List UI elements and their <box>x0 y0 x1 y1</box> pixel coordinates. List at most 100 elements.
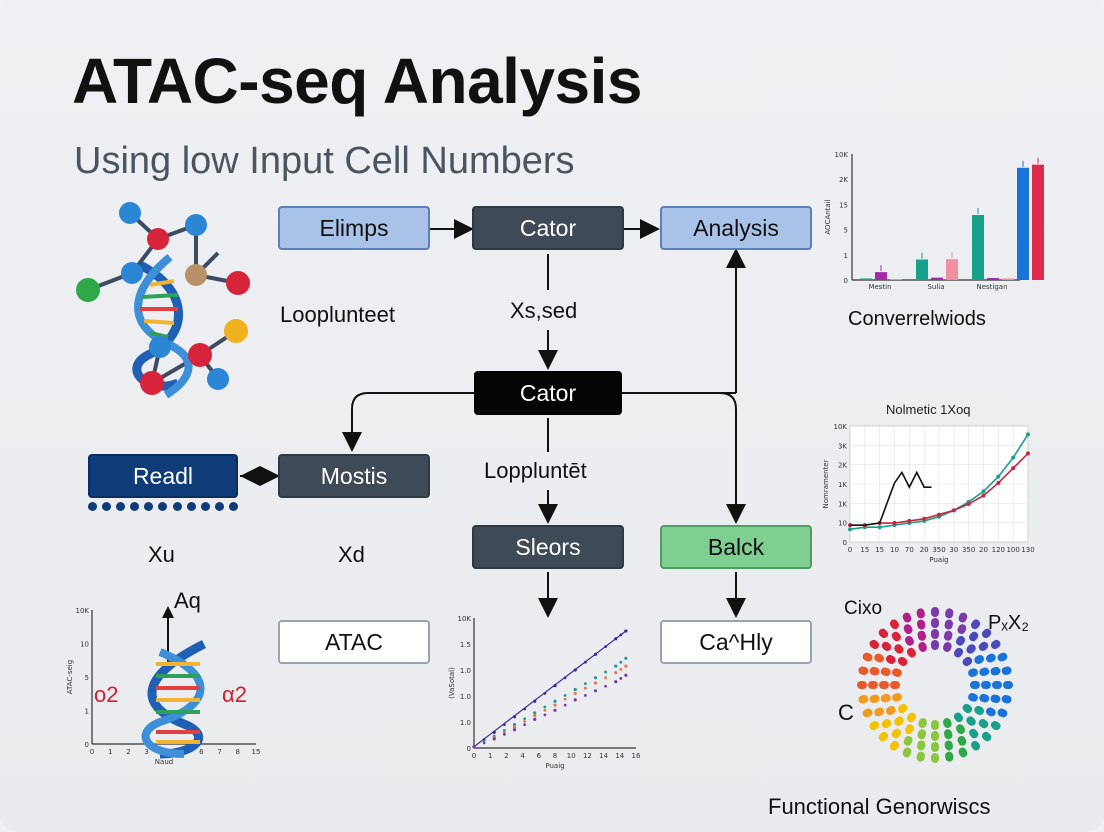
bar-y-tick: 5 <box>844 227 848 235</box>
scatter-point <box>523 707 527 711</box>
genomics-segment <box>916 740 926 751</box>
line-point <box>966 502 971 507</box>
dna-y-tick: 5 <box>85 674 89 682</box>
functional-caption: Functional Genorwiscs <box>768 794 991 819</box>
genomics-segment <box>957 624 967 635</box>
line-y-tick: 1K <box>838 500 847 508</box>
genomics-segment <box>869 639 880 649</box>
line-y-tick: 10K <box>834 423 848 431</box>
scatter-point <box>604 684 608 688</box>
genomics-segment <box>897 656 908 667</box>
genomics-segment <box>894 716 904 726</box>
bar <box>946 259 958 280</box>
genomics-segment <box>918 642 927 652</box>
scatter-point <box>543 692 547 695</box>
genomics-segment <box>978 641 989 651</box>
scatter-point <box>553 699 557 703</box>
label-lopplunteet: Loppluntēt <box>484 458 587 483</box>
line-chart-title: Nolmetic 1Xoq <box>886 402 971 417</box>
genomics-segment <box>885 655 896 664</box>
genomics-segment <box>966 644 976 654</box>
node-sleors: Sleors <box>472 525 624 569</box>
genomics-segment <box>869 666 880 676</box>
line-point <box>951 508 956 513</box>
scatter-point <box>482 738 486 741</box>
genomics-segment <box>958 747 968 758</box>
line-point <box>937 512 941 517</box>
scatter-point <box>593 689 598 693</box>
bar-y-tick: 15 <box>839 201 848 209</box>
label-alpha2: α2 <box>222 682 247 707</box>
scatter-point <box>583 693 587 697</box>
bar <box>1002 278 1014 280</box>
genomics-segment <box>957 735 967 746</box>
bar <box>860 278 872 280</box>
genomics-segment <box>885 706 896 715</box>
dna-y-tick: 10 <box>80 641 89 649</box>
node-analysis: Analysis <box>660 206 812 250</box>
dna-x-tick: 1 <box>108 748 112 756</box>
node-atac: ATAC <box>278 620 430 664</box>
dna-x-tick: 6 <box>199 748 204 756</box>
scatter-point <box>593 652 598 656</box>
genomics-segment <box>962 656 973 667</box>
scatter-point <box>619 677 623 680</box>
scatter-y-tick: 0 <box>467 745 471 753</box>
scatter-point <box>472 745 476 749</box>
genomics-segment <box>889 740 899 751</box>
dna-y-tick: 10K <box>76 607 90 615</box>
scatter-point <box>523 717 527 721</box>
genomics-segment <box>943 642 952 652</box>
line-series <box>850 470 932 526</box>
genomics-segment <box>971 740 981 751</box>
scatter-point <box>619 660 623 664</box>
line-y-tick: 10 <box>838 520 847 528</box>
genomics-segment <box>917 630 927 641</box>
genomics-segment <box>903 624 913 635</box>
genomics-segment <box>858 666 869 675</box>
line-point <box>996 480 1001 485</box>
genomics-segment <box>968 668 978 677</box>
genomics-segment <box>944 740 954 751</box>
node-elimps: Elimps <box>278 206 430 250</box>
genomics-segment <box>891 631 901 642</box>
genomics-segment <box>897 703 908 714</box>
scatter-point <box>543 708 547 712</box>
genomics-segment <box>1003 681 1013 689</box>
dna-helix-strand <box>147 639 207 759</box>
scatter-point <box>624 656 628 660</box>
genomics-segment <box>918 718 927 728</box>
label-aq: Aq <box>174 588 201 613</box>
bar <box>972 215 984 280</box>
genomics-segment <box>997 652 1008 662</box>
scatter-point <box>492 730 496 734</box>
scatter-point <box>614 637 618 641</box>
genomics-segment <box>917 729 927 740</box>
scatter-point <box>512 728 517 732</box>
scatter-point <box>619 667 623 671</box>
genomics-segment <box>970 681 980 689</box>
genomics-segment <box>902 612 912 623</box>
genomics-segment <box>857 681 867 689</box>
genomics-segment <box>974 655 985 665</box>
scatter-x-tick: 0 <box>472 752 476 760</box>
line-x-label: Puaig <box>929 556 948 564</box>
genomics-segment <box>931 629 939 639</box>
genomics-segment <box>943 718 952 728</box>
dotted-track <box>88 502 238 514</box>
node-cahly: Ca^Hly <box>660 620 812 664</box>
genomics-segment <box>1001 695 1012 704</box>
bar <box>987 278 999 280</box>
genomics-segment <box>931 720 939 730</box>
scatter-point <box>533 713 537 718</box>
genomics-segment <box>880 667 891 677</box>
scatter-point <box>573 687 577 692</box>
node-cator-mid: Cator <box>474 371 622 415</box>
genomics-segment <box>956 635 965 646</box>
scatter-point <box>604 645 608 648</box>
scatter-x-tick: 14 <box>599 752 608 760</box>
scatter-x-tick: 6 <box>537 752 542 760</box>
line-point <box>1026 451 1030 456</box>
